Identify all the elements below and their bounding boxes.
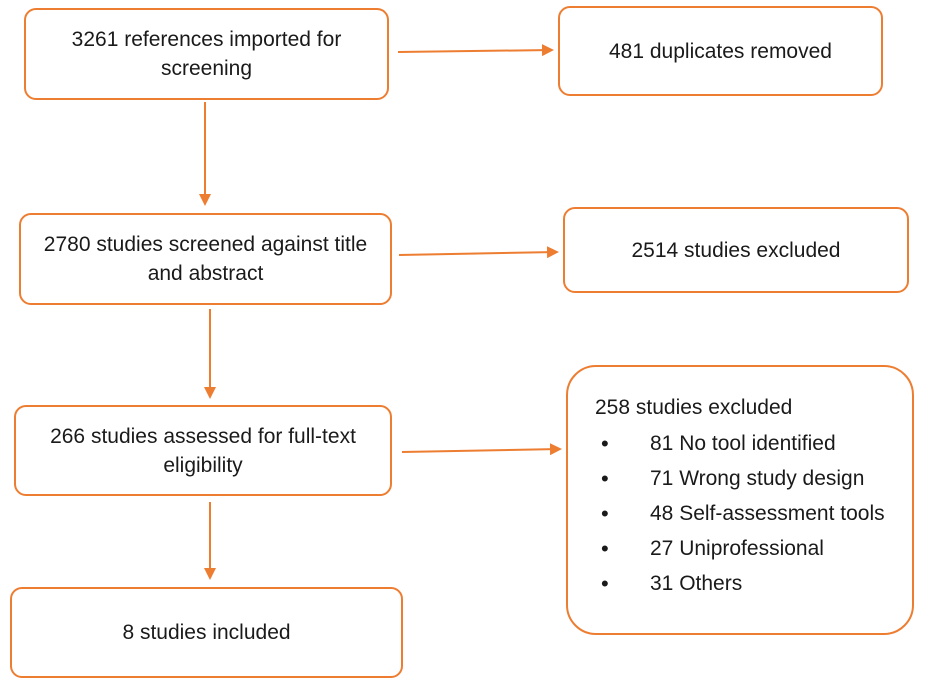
exclusion-reason: •71 Wrong study design bbox=[595, 461, 894, 496]
arrow-screened-to-excluded bbox=[398, 246, 559, 259]
box-studies-excluded-screening: 2514 studies excluded bbox=[563, 207, 909, 293]
references-imported-text: 3261 references imported for screening bbox=[71, 28, 342, 80]
studies-included-text: 8 studies included bbox=[122, 621, 291, 644]
bullet-icon: • bbox=[601, 501, 609, 526]
bullet-icon: • bbox=[601, 571, 609, 596]
arrow-assessed-to-excluded bbox=[401, 443, 562, 456]
studies-excluded-screening-text: 2514 studies excluded bbox=[631, 238, 841, 262]
box-studies-assessed: 266 studies assessed for full-text eligi… bbox=[14, 405, 392, 496]
bullet-icon: • bbox=[601, 536, 609, 561]
arrow-imported-to-duplicates bbox=[397, 44, 554, 57]
exclusion-reason: •48 Self-assessment tools bbox=[595, 496, 894, 531]
exclusion-reason: •27 Uniprofessional bbox=[595, 531, 894, 566]
excluded-fulltext-title: 258 studies excluded bbox=[595, 396, 793, 419]
exclusion-reasons-list: •81 No tool identified •71 Wrong study d… bbox=[595, 426, 894, 601]
box-references-imported: 3261 references imported for screening bbox=[24, 8, 389, 100]
box-studies-excluded-fulltext: 258 studies excluded •81 No tool identif… bbox=[566, 365, 914, 635]
box-studies-screened: 2780 studies screened against title and … bbox=[19, 213, 392, 305]
exclusion-reason: •31 Others bbox=[595, 566, 894, 601]
bullet-icon: • bbox=[601, 431, 609, 456]
bullet-icon: • bbox=[601, 466, 609, 491]
studies-screened-text: 2780 studies screened against title and … bbox=[43, 233, 368, 285]
studies-assessed-text: 266 studies assessed for full-text eligi… bbox=[50, 424, 356, 477]
box-duplicates-removed: 481 duplicates removed bbox=[558, 6, 883, 96]
box-studies-included: 8 studies included bbox=[10, 587, 403, 678]
duplicates-removed-text: 481 duplicates removed bbox=[609, 39, 832, 63]
exclusion-reason: •81 No tool identified bbox=[595, 426, 894, 461]
